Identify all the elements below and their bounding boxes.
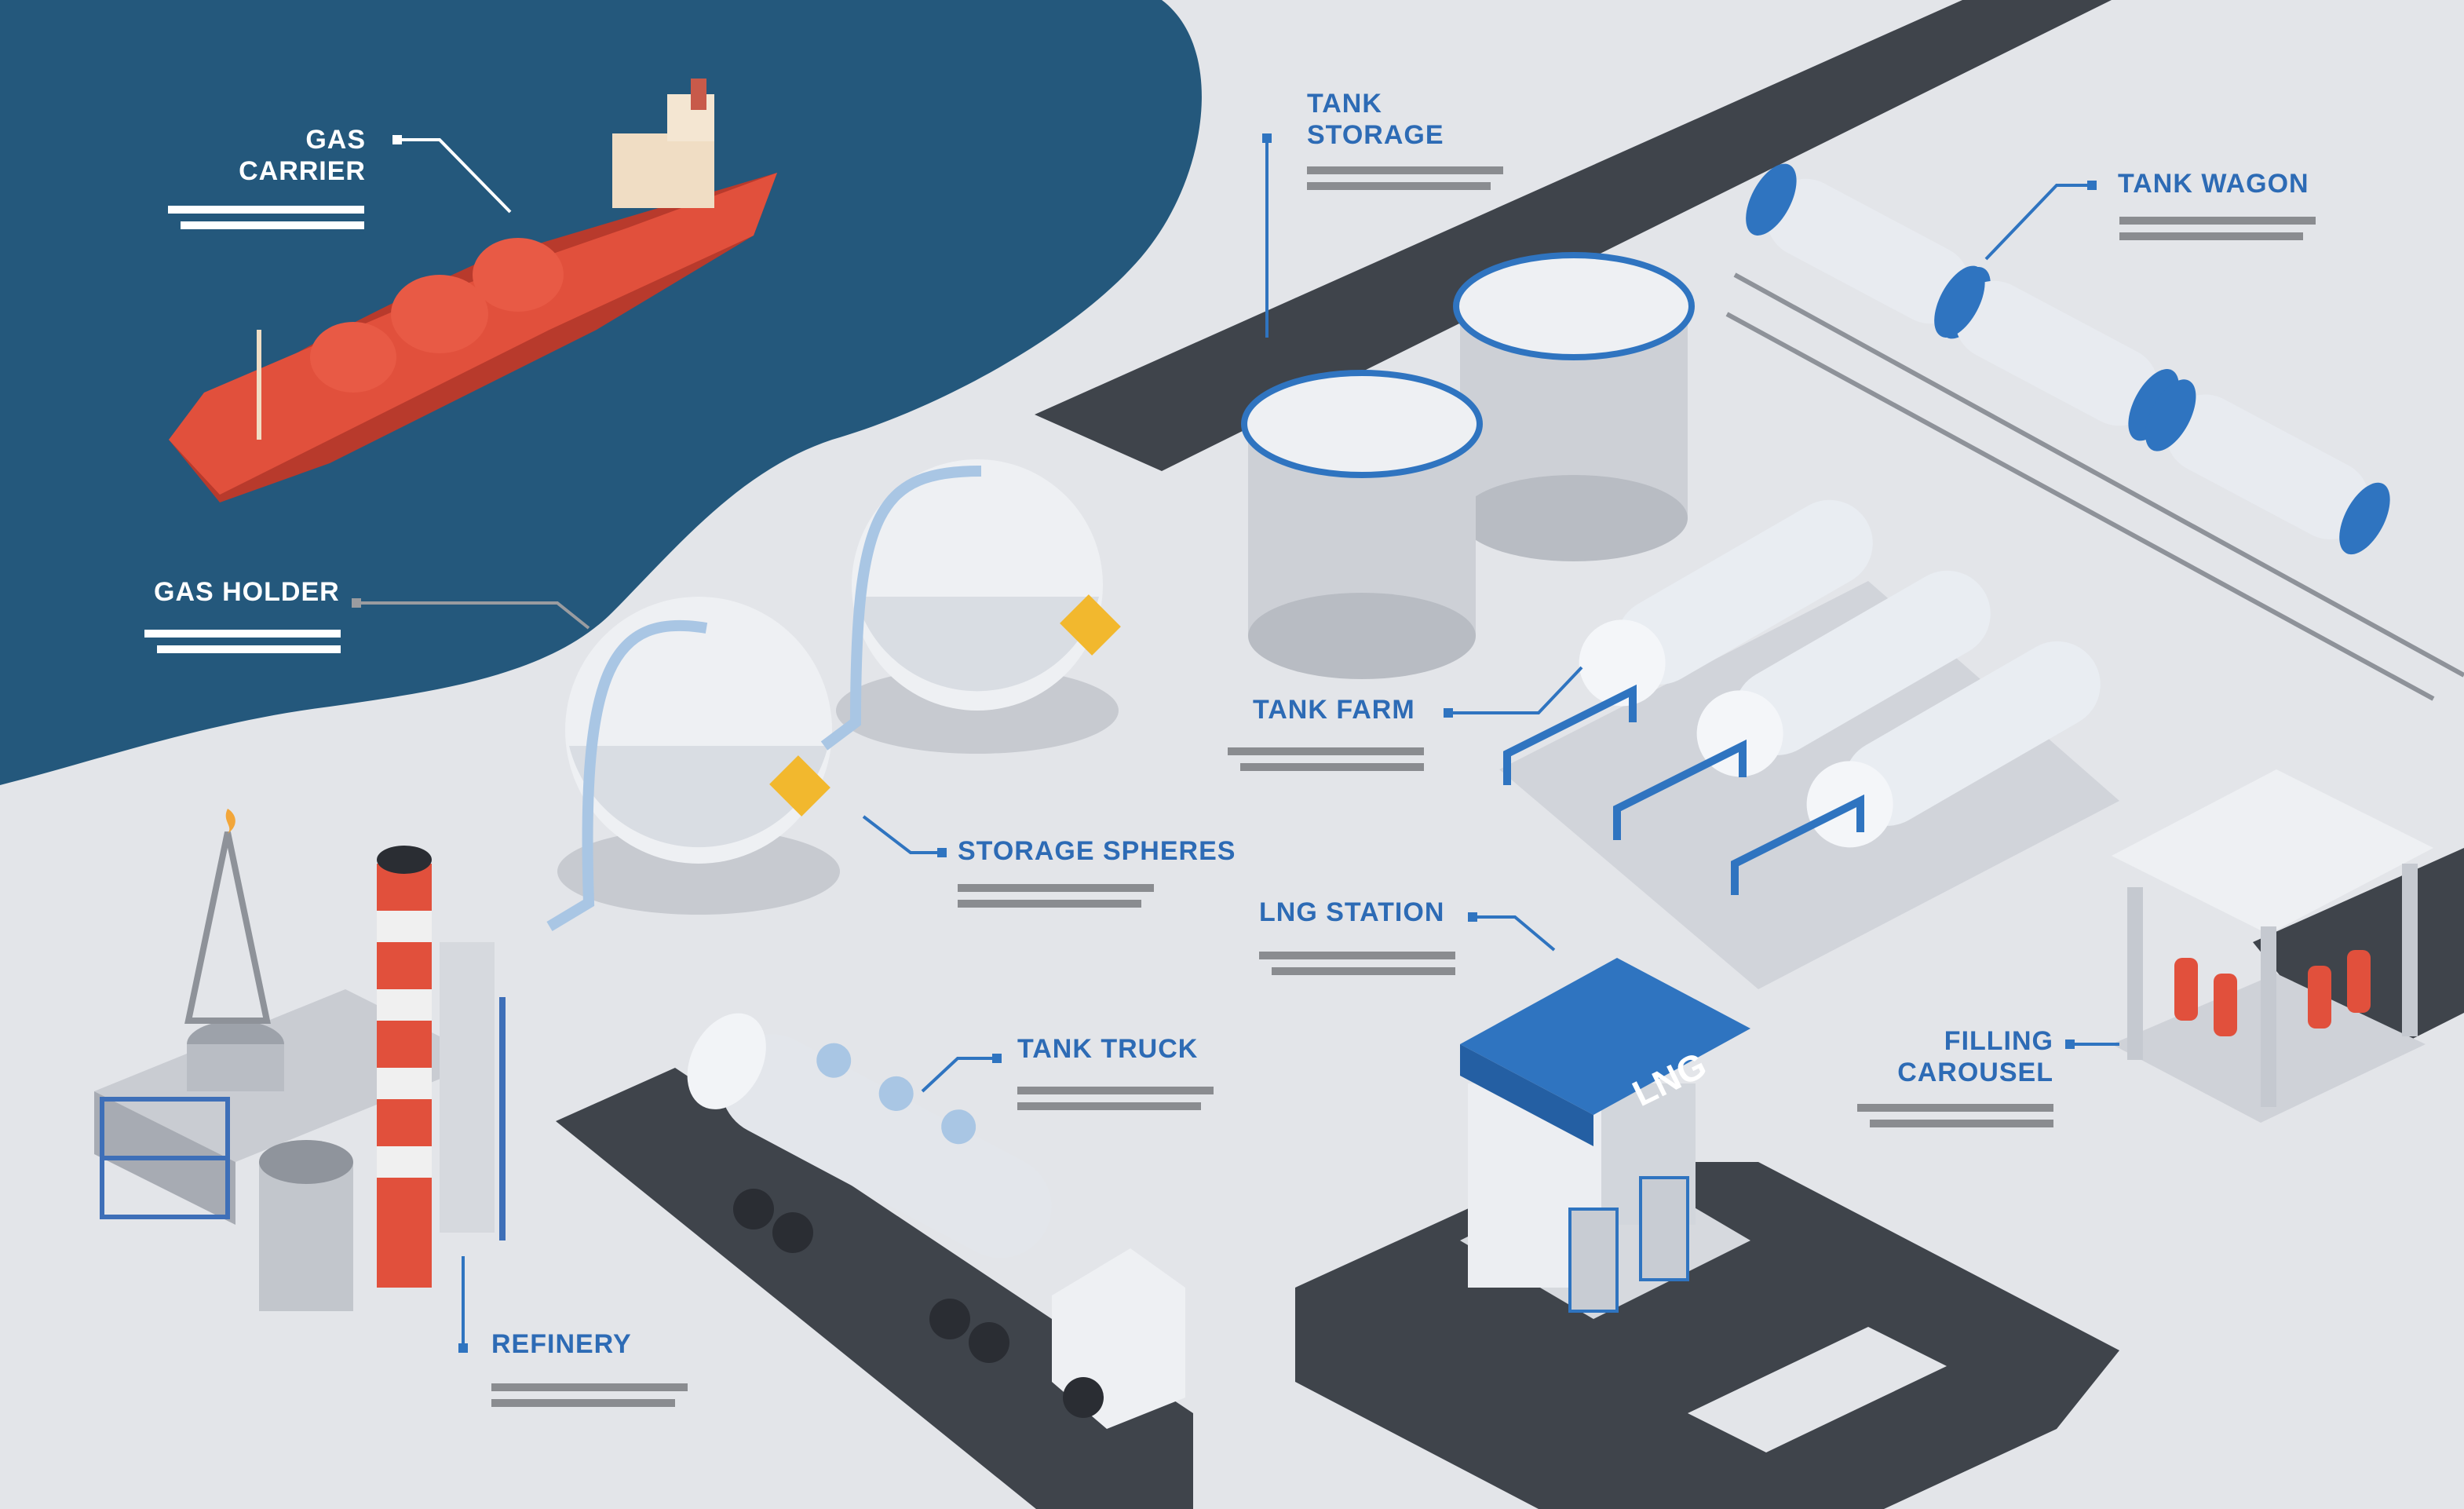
leader-storage-spheres — [862, 815, 942, 854]
leader-lines — [361, 138, 2119, 1348]
gas-carrier-ship — [169, 79, 777, 502]
storage-spheres — [546, 459, 1121, 932]
leader-tank-truck — [921, 1057, 997, 1093]
label-filling-carousel: FILLING CAROUSEL — [1897, 1026, 2053, 1087]
leader-dots — [352, 133, 2097, 1353]
sea — [0, 0, 1202, 785]
label-lng-station: LNG STATION — [1259, 897, 1445, 927]
label-tank-wagon: TANK WAGON — [2118, 169, 2309, 199]
refinery — [94, 809, 506, 1311]
label-gas-carrier: GAS CARRIER — [239, 125, 366, 186]
label-refinery: REFINERY — [491, 1329, 632, 1359]
leader-gas-carrier — [402, 138, 512, 214]
label-gas-holder: GAS HOLDER — [154, 577, 340, 607]
road-south-left — [556, 1068, 1193, 1509]
lng-station: LNG — [1460, 958, 1750, 1319]
label-storage-spheres: STORAGE SPHERES — [958, 836, 1236, 866]
label-tank-farm: TANK FARM — [1253, 695, 1415, 725]
leader-gas-holder — [361, 601, 590, 630]
roads — [556, 0, 2464, 1509]
filling-carousel — [2112, 769, 2433, 1123]
tank-storage — [1241, 252, 1695, 679]
road-markings — [1688, 1327, 1947, 1452]
label-tank-storage: TANK STORAGE — [1307, 89, 1444, 150]
label-tank-truck: TANK TRUCK — [1017, 1034, 1199, 1064]
road-north — [1035, 0, 2112, 471]
tank-farm — [1499, 499, 2119, 989]
leader-lng-station — [1473, 915, 1556, 952]
placeholder-text-bars — [144, 166, 2316, 1407]
leader-tank-wagon — [1984, 184, 2092, 261]
tank-truck — [687, 1013, 1185, 1429]
leader-tank-farm — [1448, 666, 1583, 714]
tank-wagon-train — [1725, 163, 2464, 701]
road-station-lot — [1295, 1162, 2119, 1509]
